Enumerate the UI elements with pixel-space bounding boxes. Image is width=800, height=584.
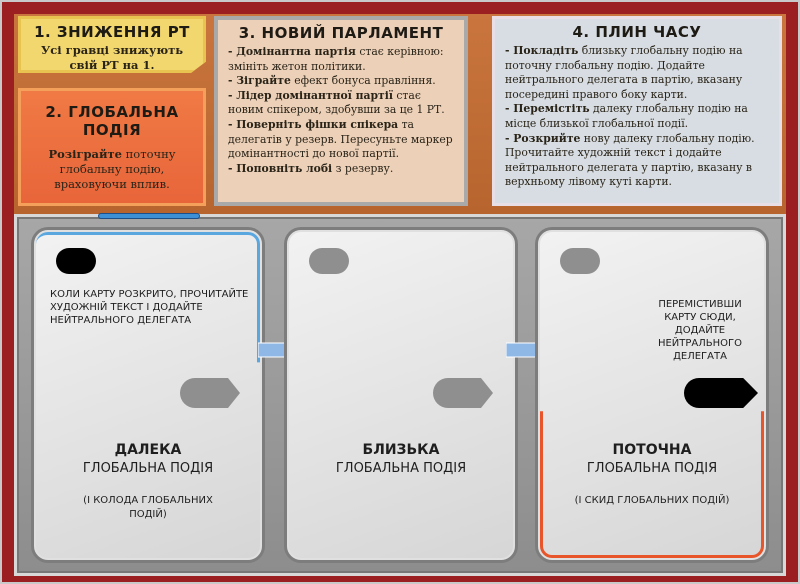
card-title: БЛИЗЬКА <box>362 442 440 458</box>
step-3-item: - Домінантна партія стає керівною: зміні… <box>228 45 444 73</box>
card-slot-current[interactable]: ПЕРЕМІСТИВШИ КАРТУ СЮДИ, ДОДАЙТЕ НЕЙТРАЛ… <box>538 230 766 560</box>
card-title: ДАЛЕКА <box>114 442 182 458</box>
delegate-token-icon <box>433 378 493 408</box>
card-slot-far[interactable]: КОЛИ КАРТУ РОЗКРИТО, ПРОЧИТАЙТЕ ХУДОЖНІЙ… <box>34 230 262 560</box>
step-3-item: - Лідер домінантної партії стає новим сп… <box>228 88 445 117</box>
phase-panel: 1. ЗНИЖЕННЯ РТ Усі гравці знижують свій … <box>14 14 786 214</box>
delegate-token-icon <box>684 378 758 408</box>
step-2-text: поточну глобальну подію, враховуючи впли… <box>54 147 176 191</box>
card-slot-near[interactable]: БЛИЗЬКА ГЛОБАЛЬНА ПОДІЯ <box>287 230 515 560</box>
far-instruction: КОЛИ КАРТУ РОЗКРИТО, ПРОЧИТАЙТЕ ХУДОЖНІЙ… <box>50 289 249 326</box>
current-highlight <box>540 411 764 558</box>
card-subtitle: ГЛОБАЛЬНА ПОДІЯ <box>335 461 467 476</box>
card-subtitle: ГЛОБАЛЬНА ПОДІЯ <box>82 461 214 476</box>
step-3-item: - Поповніть лобі з резерву. <box>228 161 394 175</box>
card-note: (І СКИД ГЛОБАЛЬНИХ ПОДІЙ) <box>574 495 730 506</box>
step-4-title: 4. ПЛИН ЧАСУ <box>572 23 702 41</box>
step-4-item: - Розкрийте нову далеку глобальну подію.… <box>505 131 755 189</box>
step-4-item: - Покладіть близьку глобальну подію на п… <box>505 44 743 101</box>
step-4-box: 4. ПЛИН ЧАСУ - Покладіть близьку глобаль… <box>492 16 782 206</box>
step-3-title: 3. НОВИЙ ПАРЛАМЕНТ <box>238 24 444 42</box>
delegate-slot-icon <box>56 248 96 274</box>
step-1-title: 1. ЗНИЖЕННЯ РТ <box>34 23 190 41</box>
delegate-token-icon <box>180 378 240 408</box>
delegate-slot-icon <box>309 248 349 274</box>
far-highlight <box>36 232 260 363</box>
step-1-text: Усі гравці знижують свій РТ на 1. <box>40 43 184 72</box>
current-instruction: ПЕРЕМІСТИВШИ КАРТУ СЮДИ, ДОДАЙТЕ НЕЙТРАЛ… <box>657 299 743 362</box>
card-note: (І КОЛОДА ГЛОБАЛЬНИХ ПОДІЙ) <box>83 495 213 520</box>
step-2-title: 2. ГЛОБАЛЬНА ПОДІЯ <box>45 103 179 139</box>
step-3-box: 3. НОВИЙ ПАРЛАМЕНТ - Домінантна партія с… <box>214 16 468 206</box>
step-4-item: - Перемістіть далеку глобальну подію на … <box>505 102 748 130</box>
card-subtitle: ГЛОБАЛЬНА ПОДІЯ <box>586 461 718 476</box>
step-1-box: 1. ЗНИЖЕННЯ РТ Усі гравці знижують свій … <box>18 16 206 73</box>
step-2-box: 2. ГЛОБАЛЬНА ПОДІЯ Розіграйте поточну гл… <box>18 88 206 206</box>
step-2-bold: Розіграйте <box>48 147 122 161</box>
card-title: ПОТОЧНА <box>612 442 692 458</box>
far-tab <box>98 213 200 219</box>
step-3-item: - Поверніть фішки спікера та делегатів у… <box>228 117 453 161</box>
step-3-item: - Зіграйте ефект бонуса правління. <box>228 74 436 88</box>
delegate-slot-icon <box>560 248 600 274</box>
